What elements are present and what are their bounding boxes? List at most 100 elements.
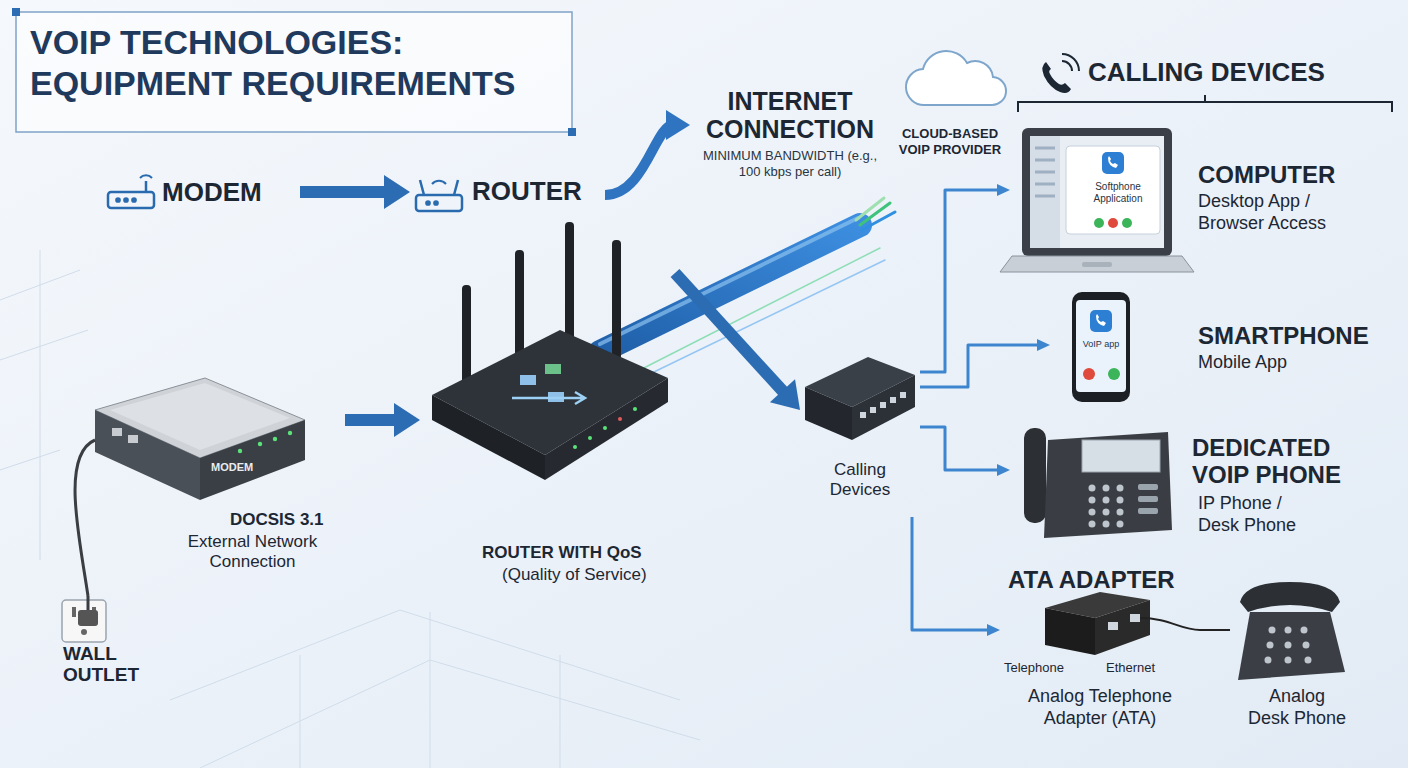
router-device: [573, 445, 577, 449]
ip-phone-illustration: [1138, 496, 1158, 502]
phone-icon: [1042, 62, 1071, 93]
network-switch: [860, 412, 866, 418]
laptop-illustration: [1094, 218, 1104, 228]
router-device: [432, 395, 545, 480]
ip-phone-illustration: [1089, 497, 1096, 504]
network-switch: [852, 375, 915, 440]
modem-icon: [140, 175, 152, 178]
cloud-provider: CLOUD-BASED VOIP PROVIDER: [892, 58, 1012, 166]
connector-line: [1200, 629, 1230, 631]
modem-device: [238, 449, 242, 453]
ip-phone-illustration: [1103, 509, 1110, 516]
router-device: [515, 250, 524, 360]
modem-device: [258, 442, 262, 446]
analog-phone-illustration: [1267, 642, 1274, 649]
connector-arrow: [920, 339, 1050, 387]
analog-phone-illustration: [1303, 642, 1310, 649]
node-text: COMPUTER: [1198, 161, 1335, 190]
group-bracket: [1018, 102, 1392, 112]
laptop-illustration: [1122, 218, 1132, 228]
info-block: INTERNET CONNECTIONMINIMUM BANDWIDTH (e.…: [690, 88, 894, 196]
router-device: [545, 364, 561, 374]
node-text: DEDICATED VOIP PHONE: [1192, 435, 1382, 489]
analog-phone-illustration: [1269, 627, 1276, 634]
ata-illustration: [1130, 614, 1140, 622]
arrow-head: [987, 624, 1000, 636]
connector-line: [920, 427, 1000, 470]
connector-arrow: [300, 175, 410, 209]
modem-device: [95, 410, 200, 500]
ip-phone-illustration: [1117, 521, 1124, 528]
connector-line: [345, 414, 399, 426]
connector-arrow: [75, 440, 95, 596]
computer-device: COMPUTERDesktop App / Browser Access: [1010, 125, 1395, 280]
network-switch: [805, 387, 852, 440]
connector-arrow: [920, 427, 1010, 476]
wall-outlet: [81, 629, 87, 635]
arrow-head: [1037, 339, 1050, 351]
laptop-illustration: [1000, 128, 1194, 272]
router-device: [512, 392, 585, 404]
analog-phone-illustration: [1238, 612, 1345, 680]
node-text: ROUTER: [472, 176, 582, 207]
node-text: External Network Connection: [175, 532, 330, 571]
router-device: [565, 222, 574, 342]
node-text: ATA ADAPTER: [1008, 566, 1175, 595]
ip-phone-illustration: [1117, 497, 1124, 504]
connector-line: [300, 186, 389, 198]
modem-device: [112, 428, 122, 436]
title-frame: [16, 12, 572, 132]
router-icon: [420, 180, 424, 195]
ip-phone-illustration: [1117, 509, 1124, 516]
node-text: Mobile App: [1198, 352, 1287, 374]
router-device: [633, 407, 637, 411]
section-heading: CALLING DEVICES: [1088, 57, 1325, 88]
node-text: SMARTPHONE: [1198, 322, 1369, 351]
router-device: [618, 417, 622, 421]
connector-line: [675, 273, 786, 395]
router-icon: [454, 180, 458, 195]
grid-decoration: [300, 655, 301, 768]
network-switch: [900, 392, 906, 398]
connector-line: [75, 440, 95, 596]
router-device: [432, 222, 668, 480]
arrow-head: [384, 175, 410, 209]
smartphone-illustration: [1090, 310, 1112, 332]
node-text: MINIMUM BANDWIDTH (e.g., 100 kbps per ca…: [700, 148, 880, 179]
modem-icon: [124, 198, 127, 201]
arrow-head: [666, 110, 690, 140]
arrow-head: [394, 403, 420, 437]
phone-icon: [1062, 54, 1079, 71]
modem-device: DOCSIS 3.1External Network Connection: [95, 372, 345, 577]
ip-phone-illustration: [1082, 440, 1160, 472]
connector-line: [605, 125, 673, 195]
wall-outlet: WALL OUTLET: [55, 596, 155, 694]
wall-outlet: [72, 607, 76, 617]
ata-illustration: [1045, 592, 1200, 655]
port-label: Telephone: [1004, 660, 1064, 676]
modem-device: [128, 435, 138, 443]
analog-phone-illustration: [1285, 627, 1292, 634]
fiber-cable: [856, 198, 884, 220]
router-icon: [416, 180, 462, 211]
ata-adapter: ATA ADAPTERAnalog Telephone Adapter (ATA…: [1000, 562, 1200, 737]
grid-decoration: [0, 250, 700, 768]
grid-decoration: [200, 660, 700, 768]
laptop-illustration: [1108, 156, 1118, 168]
smartphone-illustration: [1096, 314, 1106, 326]
router-device: [612, 240, 621, 360]
connector-arrow: [345, 403, 420, 437]
phone-icon: [1062, 61, 1072, 71]
wall-outlet: [78, 610, 98, 626]
cloud-shape: [906, 51, 1006, 105]
node-text: IP Phone / Desk Phone: [1198, 493, 1316, 536]
router-icon: [434, 201, 437, 204]
modem-device: [200, 420, 305, 500]
ip-phone-illustration: [1089, 521, 1096, 528]
group-bracket: [1204, 95, 1206, 102]
arrow-head: [770, 379, 800, 410]
smartphone-illustration: [1072, 292, 1130, 402]
analog-phone-illustration: [1265, 657, 1272, 664]
